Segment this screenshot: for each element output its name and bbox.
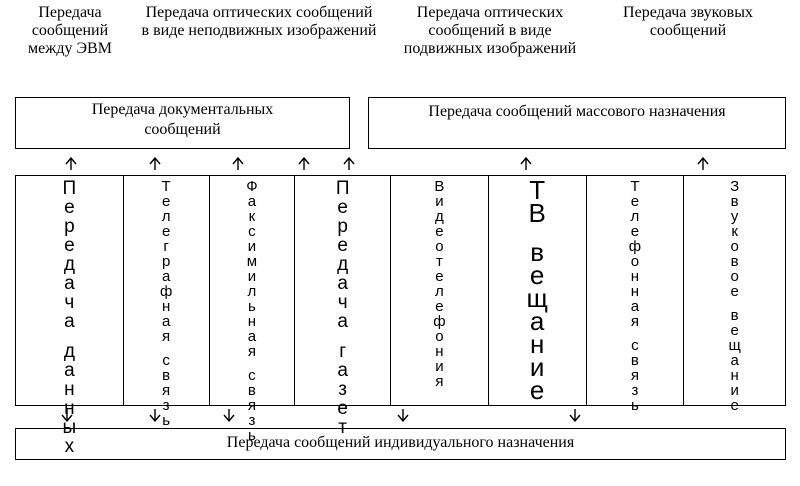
- arrow-up-icon: [149, 157, 161, 170]
- arrow-up-icon: [65, 157, 77, 170]
- individual-messages-label: Передача сообщений индивидуального назна…: [226, 434, 575, 451]
- arrow-down-icon: [397, 409, 409, 422]
- arrow-down-icon: [149, 409, 161, 422]
- arrow-down-icon: [61, 409, 73, 422]
- arrow-down-icon: [223, 409, 235, 422]
- documentary-messages-box: Передача документальных сообщений: [15, 97, 350, 149]
- individual-messages-box: Передача сообщений индивидуального назна…: [15, 428, 786, 460]
- arrow-up-icon: [697, 157, 709, 170]
- arrow-up-icon: [298, 157, 310, 170]
- top-label-computer: Передача сообщений между ЭВМ: [28, 4, 112, 57]
- top-label-static-images: Передача оптических сообщений в виде неп…: [141, 4, 377, 39]
- arrow-up-icon: [343, 157, 355, 170]
- top-label-moving-images: Передача оптических сообщений в виде под…: [403, 4, 577, 57]
- arrow-up-icon: [232, 157, 244, 170]
- arrow-down-icon: [569, 409, 581, 422]
- mass-messages-label: Передача сообщений массового назначения: [428, 103, 726, 120]
- mass-messages-box: Передача сообщений массового назначения: [368, 97, 786, 149]
- documentary-messages-label: Передача документальных сообщений: [91, 101, 274, 138]
- top-label-audio: Передача звуковых сообщений: [623, 4, 753, 39]
- arrow-up-icon: [520, 157, 532, 170]
